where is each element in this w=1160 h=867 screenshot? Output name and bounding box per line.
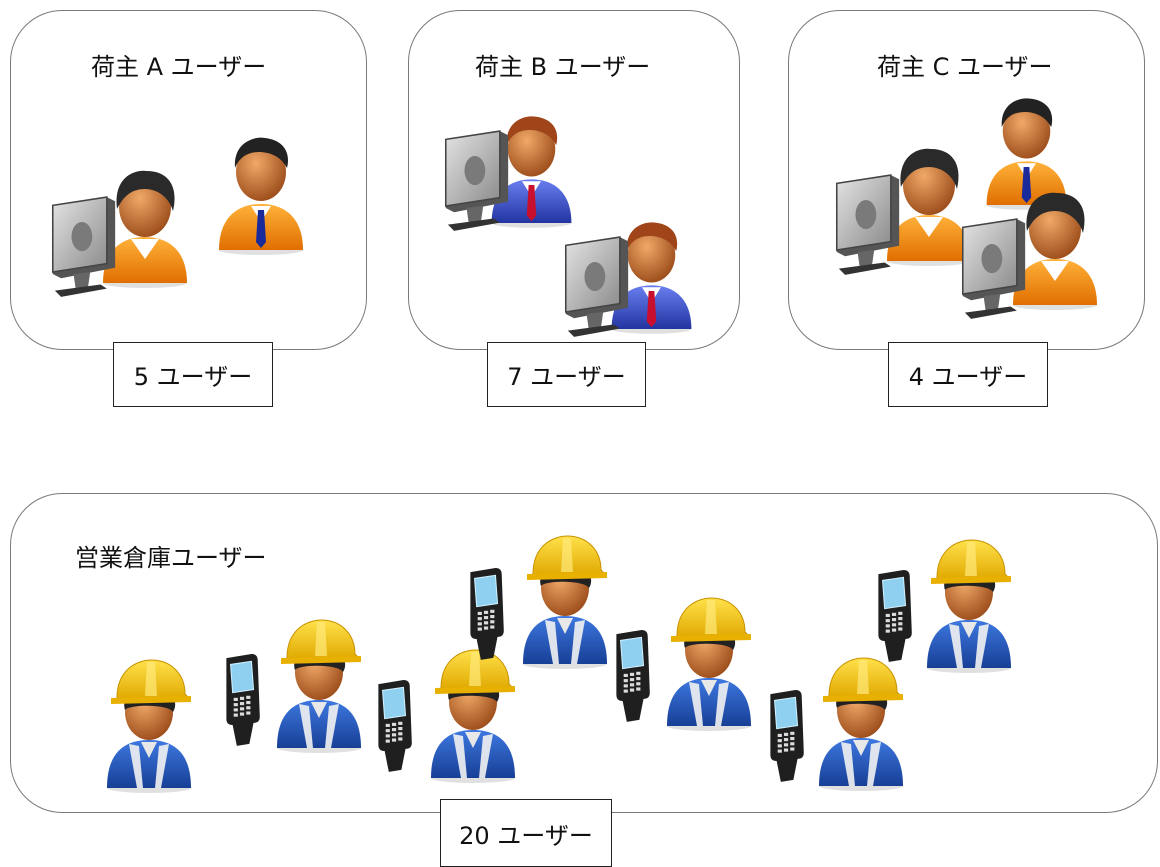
warehouse-worker-icon <box>99 654 199 794</box>
handheld-scanner-icon <box>763 690 807 784</box>
handheld-scanner-icon <box>609 630 653 724</box>
shipper-b-group: 荷主 B ユーザー <box>408 10 740 350</box>
warehouse-worker-icon <box>811 652 911 792</box>
pc-user-icon <box>955 181 1105 321</box>
warehouse-worker-icon <box>269 614 369 754</box>
warehouse-worker-icon <box>659 592 759 732</box>
shipper-b-count: 7 ユーザー <box>487 342 646 407</box>
shipper-c-count: 4 ユーザー <box>888 342 1048 407</box>
pc-user-icon <box>45 159 195 299</box>
business-user-icon <box>211 126 311 256</box>
handheld-scanner-icon <box>871 570 915 664</box>
pc-user-icon <box>439 105 579 235</box>
handheld-scanner-icon <box>463 568 507 662</box>
handheld-scanner-icon <box>371 680 415 774</box>
warehouse-worker-icon <box>515 530 615 670</box>
shipper-a-group: 荷主 A ユーザー <box>10 10 367 350</box>
shipper-b-title: 荷主 B ユーザー <box>475 53 651 81</box>
warehouse-worker-icon <box>423 644 523 784</box>
handheld-scanner-icon <box>219 654 263 748</box>
shipper-c-title: 荷主 C ユーザー <box>877 53 1053 81</box>
shipper-a-count: 5 ユーザー <box>113 342 273 407</box>
warehouse-worker-icon <box>919 534 1019 674</box>
warehouse-title: 営業倉庫ユーザー <box>75 544 267 572</box>
warehouse-count: 20 ユーザー <box>440 799 612 867</box>
shipper-c-group: 荷主 C ユーザー <box>788 10 1145 350</box>
warehouse-group: 営業倉庫ユーザー <box>10 493 1158 813</box>
shipper-a-title: 荷主 A ユーザー <box>91 53 267 81</box>
pc-user-icon <box>559 211 699 341</box>
